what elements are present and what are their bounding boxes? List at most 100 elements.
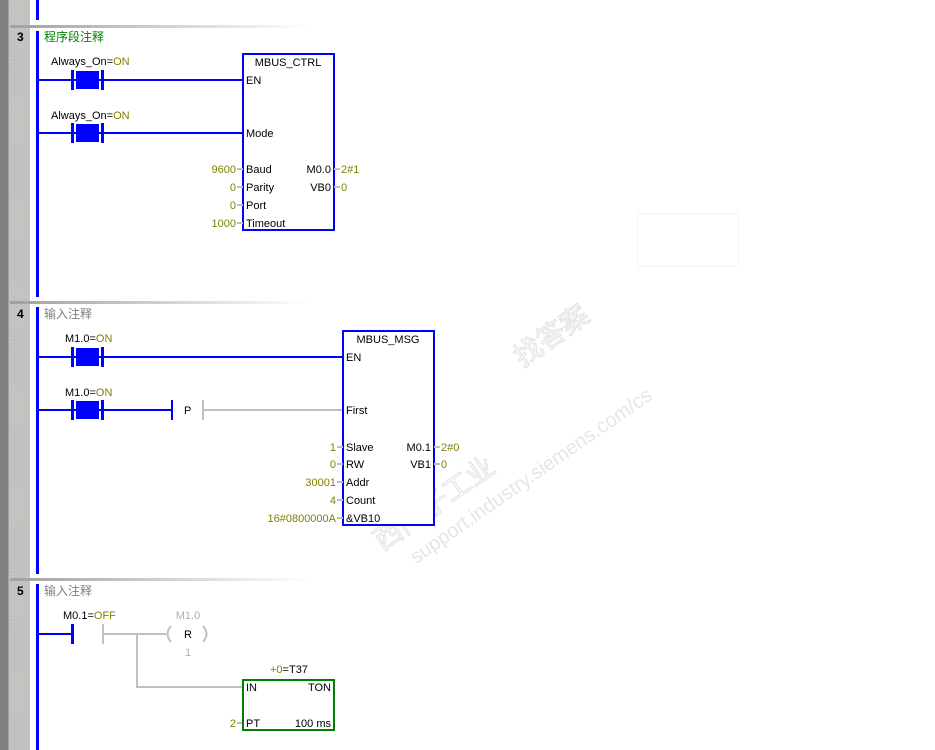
contact-label: M0.1=OFF (63, 610, 116, 622)
network-number: 3 (17, 30, 24, 44)
ladder-text: 2 (230, 718, 236, 730)
ladder-text: ON (113, 110, 130, 122)
ladder-text: 100 ms (295, 718, 332, 730)
ladder-wire (202, 625, 208, 643)
ladder-text: M1.0 (176, 610, 200, 622)
ladder-text: Port (246, 200, 266, 212)
ladder-text: IN (246, 682, 257, 694)
ladder-text: M0.1 (407, 442, 431, 454)
ladder-text: RW (346, 459, 365, 471)
mbus-msg-block[interactable] (342, 330, 435, 526)
ladder-text: VB1 (410, 459, 431, 471)
ladder-text: 2#1 (341, 164, 359, 176)
ladder-text: MBUS_MSG (357, 334, 420, 346)
ladder-wire (104, 625, 243, 724)
ladder-wire (237, 168, 340, 224)
network-comment[interactable]: 输入注释 (44, 306, 92, 321)
contact-label: M1.0=ON (65, 333, 112, 345)
ladder-text: ON (113, 56, 130, 68)
ladder-text: P (184, 405, 191, 417)
contact-always-on[interactable] (71, 123, 104, 143)
contact-label: Always_On=ON (51, 56, 130, 68)
ladder-text: 找答案 (508, 299, 595, 373)
ladder-text: M0.0 (307, 164, 331, 176)
contact-m1-0[interactable] (71, 400, 104, 420)
ladder-text: ON (96, 387, 113, 399)
ladder-text: 1 (330, 442, 336, 454)
ladder-wire (101, 70, 104, 90)
network-comment[interactable]: 输入注释 (44, 583, 92, 598)
contact-m0-1[interactable] (71, 624, 104, 644)
ladder-text: 0 (330, 459, 336, 471)
ladder-text: 2#0 (441, 442, 459, 454)
ladder-wire (101, 123, 104, 143)
ladder-text: 0 (230, 200, 236, 212)
tooltip-placeholder (637, 213, 739, 267)
power-rail (36, 307, 39, 574)
contact-m1-0[interactable] (71, 347, 104, 367)
ladder-text: EN (346, 352, 361, 364)
ladder-text: 0 (230, 182, 236, 194)
ladder-text: Mode (246, 128, 274, 140)
network-4[interactable]: 4 输入注释 M1.0=ON M1.0=ON P MBUS_MSG EN Fir… (17, 306, 459, 526)
ladder-text: 30001 (305, 477, 336, 489)
ladder-wire (101, 347, 104, 367)
ladder-text: R (184, 629, 192, 641)
power-rail (36, 584, 39, 750)
ladder-text: 1 (185, 647, 191, 659)
ladder-wire (171, 400, 173, 420)
network-separator (10, 301, 310, 304)
ladder-text: Count (346, 495, 375, 507)
power-rail (36, 31, 39, 297)
ladder-text: 0 (341, 182, 347, 194)
ton-timer-block[interactable] (242, 679, 335, 731)
ladder-text: Baud (246, 164, 272, 176)
ladder-text: TON (308, 682, 331, 694)
ladder-text: Addr (346, 477, 370, 489)
ladder-text: Timeout (246, 218, 285, 230)
ladder-text: M0.1= (63, 610, 94, 622)
ladder-text: ON (96, 333, 113, 345)
ladder-text: 4 (330, 495, 336, 507)
ladder-text: OFF (94, 610, 116, 622)
mbus-ctrl-block[interactable] (242, 53, 335, 231)
network-number: 5 (17, 584, 24, 598)
ladder-text: MBUS_CTRL (255, 57, 322, 69)
network-title[interactable]: 程序段注释 (44, 29, 104, 44)
network-3[interactable]: 3 程序段注释 Always_On=ON Always_On=ON MBUS_C… (17, 29, 359, 231)
contact-label: M1.0=ON (65, 387, 112, 399)
ladder-text: Slave (346, 442, 374, 454)
ladder-text: Always_On= (51, 110, 113, 122)
gutter-edge (0, 0, 9, 750)
ladder-wire (337, 446, 440, 519)
ladder-text: Always_On= (51, 56, 113, 68)
ladder-text: PT (246, 718, 260, 730)
ladder-text: support.industry.siemens.com/cs (406, 384, 656, 568)
ladder-text: 0 (441, 459, 447, 471)
positive-edge-contact[interactable]: P (171, 400, 204, 420)
ladder-text: +0 (270, 664, 283, 676)
ladder-wire (71, 347, 74, 367)
ladder-text: 1000 (212, 218, 236, 230)
ladder-text: &VB10 (346, 513, 380, 525)
ladder-wire (71, 123, 74, 143)
ladder-text: VB0 (310, 182, 331, 194)
power-rail (36, 0, 39, 20)
network-number: 4 (17, 307, 24, 321)
ladder-wire (202, 400, 204, 420)
ladder-wire (136, 634, 243, 688)
ladder-text: =T37 (283, 664, 308, 676)
ladder-wire (102, 624, 104, 644)
network-5[interactable]: 5 输入注释 M0.1=OFF M1.0 R 1 +0=T37 IN TON P… (17, 583, 335, 731)
ladder-text: EN (246, 75, 261, 87)
ladder-text: 16#0800000A (267, 513, 336, 525)
reset-coil[interactable]: M1.0 R 1 (176, 610, 200, 659)
ladder-wire (76, 401, 99, 419)
ladder-wire (71, 624, 74, 644)
timer-label: +0=T37 (270, 664, 308, 676)
ladder-text: Parity (246, 182, 275, 194)
ladder-text: First (346, 405, 367, 417)
contact-always-on[interactable] (71, 70, 104, 90)
ladder-wire (71, 400, 74, 420)
